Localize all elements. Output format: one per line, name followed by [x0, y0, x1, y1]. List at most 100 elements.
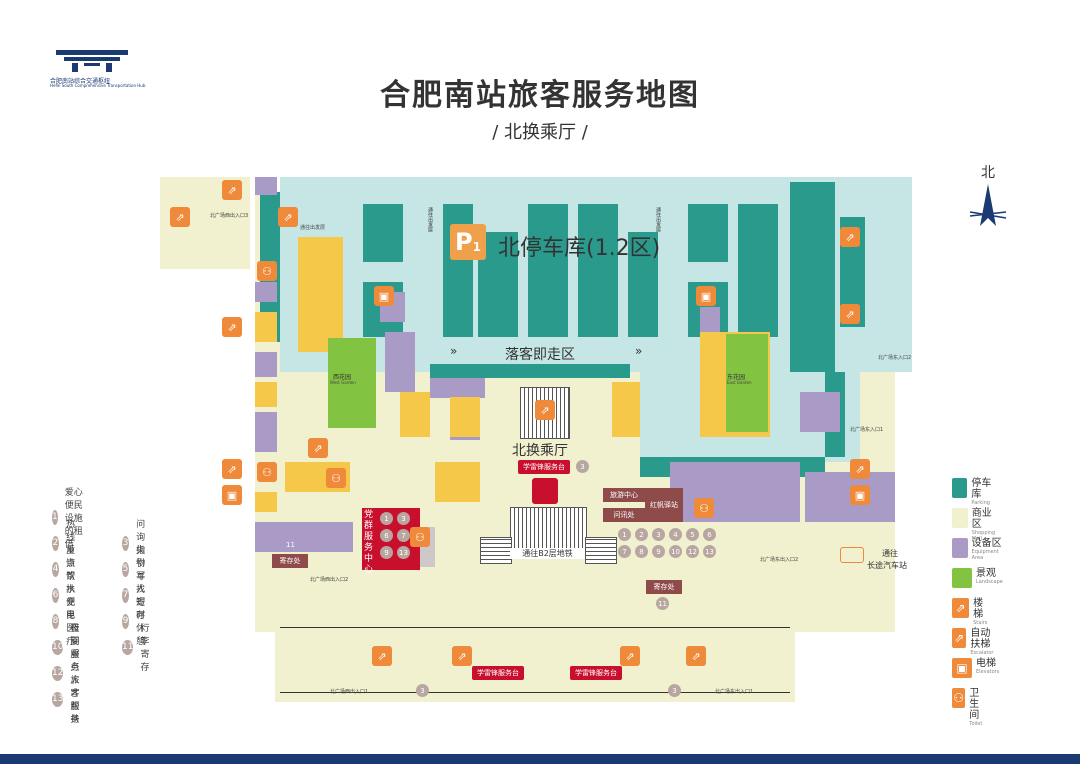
toilet-icon[interactable]: ⚇ [257, 261, 277, 281]
service-number: 7 [122, 587, 130, 603]
service-number: 11 [122, 639, 134, 655]
bus-label-1: 通往 [882, 549, 898, 558]
service-marker-11-east[interactable]: 11 [656, 597, 669, 610]
stairs-icon[interactable]: ⇗ [840, 304, 860, 324]
party-service-1[interactable]: 1 [380, 512, 393, 525]
stairs-icon[interactable]: ⇗ [222, 180, 242, 200]
escalator-icon: ⇗ [952, 628, 967, 648]
service-label: 失物寻找 [136, 546, 146, 595]
party-service-3[interactable]: 3 [397, 512, 410, 525]
stairs-icon: ⇗ [952, 598, 970, 618]
drop-zone-label: 落客即走区 [505, 347, 575, 363]
exit-west-2[interactable]: 北广场西出入口2 [310, 577, 349, 583]
service-desk-sw[interactable]: 学雷锋服务台 [472, 666, 524, 680]
elevator-icon[interactable]: ▣ [374, 286, 394, 306]
service-number: 2 [52, 535, 60, 551]
service-desk-se[interactable]: 学雷锋服务台 [570, 666, 622, 680]
east-service-2[interactable]: 2 [635, 528, 648, 541]
party-service-13[interactable]: 13 [397, 546, 410, 559]
east-service-9[interactable]: 9 [652, 545, 665, 558]
east-service-10[interactable]: 10 [669, 545, 682, 558]
east-service-5[interactable]: 5 [686, 528, 699, 541]
service-number: 9 [122, 613, 130, 629]
service-number: 13 [52, 691, 64, 707]
stairs-icon[interactable]: ⇗ [840, 227, 860, 247]
storage-west[interactable]: 寄存处 [272, 554, 308, 568]
exit-west-3[interactable]: 北广场西出入口3 [210, 213, 249, 219]
escalator-icon[interactable]: ⇗ [535, 400, 555, 420]
storage-west-label: 寄存处 [279, 557, 301, 565]
east-service-8[interactable]: 8 [635, 545, 648, 558]
tourism-center[interactable]: 旅游中心 [603, 488, 645, 502]
escalator-icon[interactable]: ⇗ [686, 646, 706, 666]
west-garden-label: 西花园 [333, 374, 352, 381]
escalator-icon[interactable]: ⇗ [452, 646, 472, 666]
service-number: 3 [122, 535, 130, 551]
metro-label: 通往B2层地铁 [510, 548, 585, 559]
service-marker-3-se[interactable]: 3 [668, 684, 681, 697]
service-marker-3-sw[interactable]: 3 [416, 684, 429, 697]
service-number: 1 [52, 509, 58, 525]
escalator-icon[interactable]: ⇗ [372, 646, 392, 666]
stairs-icon[interactable]: ⇗ [222, 459, 242, 479]
service-marker-11-west[interactable]: 11 [284, 538, 297, 551]
toilet-icon[interactable]: ⚇ [326, 468, 346, 488]
inquiry-desk[interactable]: 问讯处 [603, 508, 645, 522]
inquiry-desk-label: 问讯处 [613, 511, 635, 519]
elevator-icon[interactable]: ▣ [696, 286, 716, 306]
elevator-icon[interactable]: ▣ [222, 485, 242, 505]
red-sail-station[interactable]: 红帆驿站 [645, 488, 683, 522]
party-service-9[interactable]: 9 [380, 546, 393, 559]
escalator-icon[interactable]: ⇗ [170, 207, 190, 227]
toilet-icon[interactable]: ⚇ [694, 498, 714, 518]
service-number: 4 [52, 561, 60, 577]
toilet-icon[interactable]: ⚇ [410, 527, 430, 547]
exit-north-1[interactable]: 北广场东入口1 [850, 427, 884, 433]
legend-swatch [952, 508, 968, 528]
elevator-icon[interactable]: ▣ [850, 485, 870, 505]
service-item-3: 3 问询指引 [122, 520, 153, 569]
east-service-6[interactable]: 6 [703, 528, 716, 541]
escalator-icon[interactable]: ⇗ [620, 646, 640, 666]
party-service-6[interactable]: 6 [380, 529, 393, 542]
exit-east-2[interactable]: 北广场东出入口2 [760, 557, 799, 563]
service-label: 问询指引 [136, 520, 146, 569]
exit-se[interactable]: 北广场东出入口1 [715, 689, 754, 695]
east-service-3[interactable]: 3 [652, 528, 665, 541]
service-marker-3[interactable]: 3 [576, 460, 589, 473]
east-service-1[interactable]: 1 [618, 528, 631, 541]
service-desk-top[interactable]: 学雷锋服务台 [518, 460, 570, 474]
exit-north-2[interactable]: 北广场东入口2 [878, 355, 912, 361]
storage-east-label: 寄存处 [653, 583, 675, 591]
exit-sw[interactable]: 北广场西出入口1 [330, 689, 369, 695]
stairs-icon[interactable]: ⇗ [850, 459, 870, 479]
metro-badge[interactable] [532, 478, 558, 504]
east-service-13[interactable]: 13 [703, 545, 716, 558]
party-service-7[interactable]: 7 [397, 529, 410, 542]
escalator-icon[interactable]: ⇗ [308, 438, 328, 458]
bus-icon[interactable] [840, 547, 864, 563]
service-number: 8 [52, 613, 60, 629]
east-service-4[interactable]: 4 [669, 528, 682, 541]
stairs-icon[interactable]: ⇗ [222, 317, 242, 337]
toilet-icon[interactable]: ⚇ [257, 462, 277, 482]
parking-badge-letter: P [455, 228, 473, 256]
legend-swatch [952, 568, 972, 588]
east-service-12[interactable]: 12 [686, 545, 699, 558]
storage-east[interactable]: 寄存处 [646, 580, 682, 594]
east-service-7[interactable]: 7 [618, 545, 631, 558]
escalator-icon[interactable]: ⇗ [278, 207, 298, 227]
